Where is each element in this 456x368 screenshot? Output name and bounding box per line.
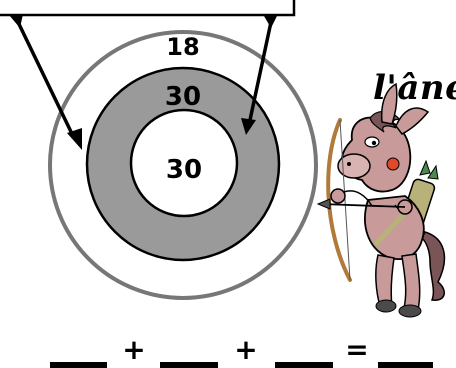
equation-blank-result[interactable] [378,362,433,368]
plus-sign-1: + [122,336,145,364]
equation-blank-3[interactable] [275,362,333,368]
outer-ring-score: 18 [166,33,199,61]
answer-box [0,0,294,15]
equation-blank-2[interactable] [160,362,218,368]
plus-sign-2: + [234,336,257,364]
donkey-archer-illustration [318,84,444,317]
equals-sign: = [345,336,368,364]
pointer-arrow-icon [9,14,82,150]
equation-blank-1[interactable] [50,362,107,368]
character-label: l'âne [373,68,456,108]
inner-ring-score: 30 [166,155,202,185]
middle-ring-score: 30 [165,82,201,112]
